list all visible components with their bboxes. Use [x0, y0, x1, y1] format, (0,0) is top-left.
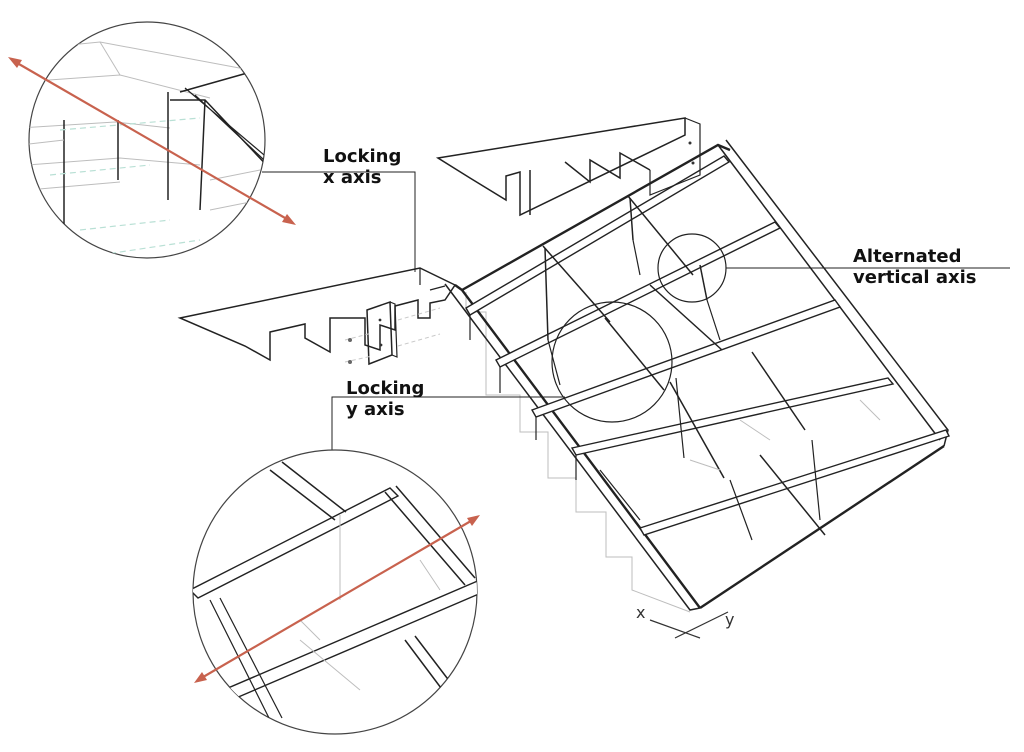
axis-y-label: y — [725, 610, 735, 629]
zoom-detail-locking-y — [192, 449, 480, 735]
label-locking-y-line1: Locking — [346, 378, 425, 399]
exploded-side-panel-left — [177, 267, 457, 366]
label-alternated-line1: Alternated — [853, 246, 962, 267]
label-locking-y: Locking y axis — [346, 378, 424, 420]
label-locking-x: Locking x axis — [323, 146, 401, 188]
label-locking-x-line1: Locking — [323, 146, 402, 167]
detail-circle-locking-y — [551, 301, 673, 423]
axis-x-label: x — [636, 603, 646, 622]
axis-indicator — [649, 611, 729, 639]
leader-locking-x — [262, 171, 416, 272]
label-locking-x-line2: x axis — [323, 167, 382, 188]
label-alternated: Alternated vertical axis — [853, 246, 977, 288]
leader-locking-y — [331, 396, 565, 455]
label-locking-y-line2: y axis — [346, 399, 405, 420]
shelf-unit — [444, 139, 950, 613]
zoom-detail-locking-x — [8, 21, 296, 259]
label-alternated-line2: vertical axis — [853, 267, 977, 288]
exploded-side-panel-top — [435, 117, 701, 217]
